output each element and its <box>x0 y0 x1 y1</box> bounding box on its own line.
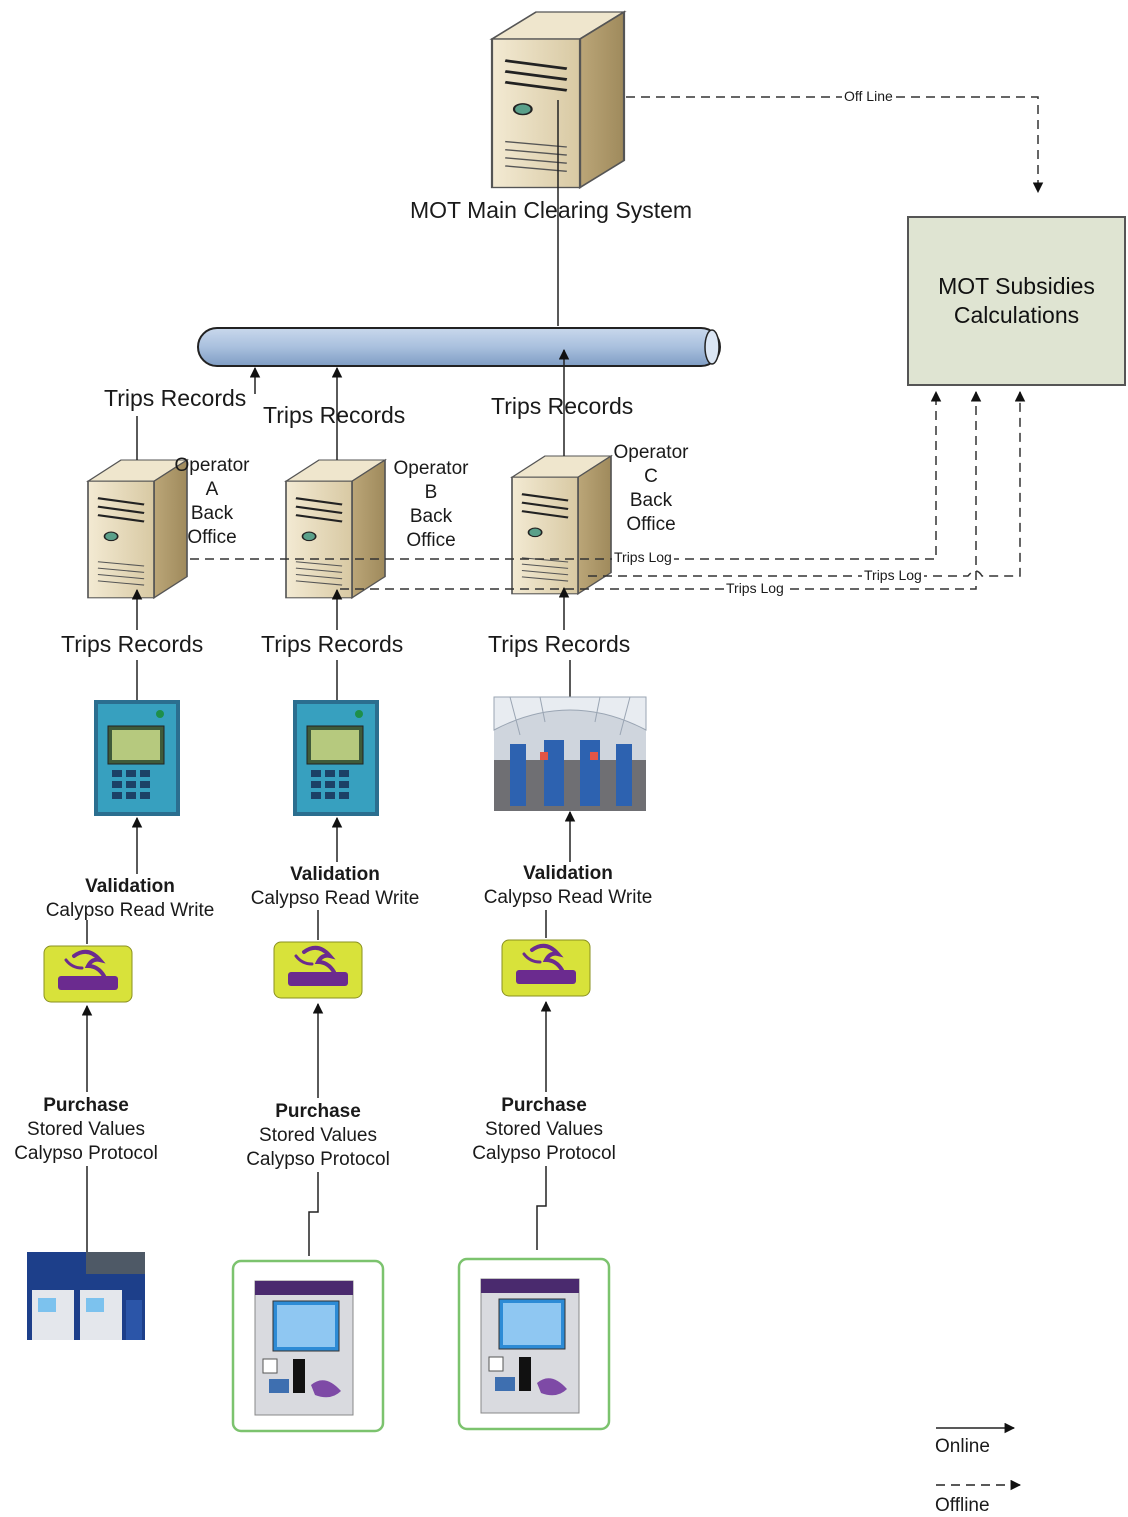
legend-offline-label: Offline <box>935 1495 990 1516</box>
ticket-machine-c-icon <box>457 1257 611 1431</box>
operator-c-server-icon <box>510 454 613 596</box>
validator-b-device-icon <box>292 699 380 817</box>
main-clearing-system-label: MOT Main Clearing System <box>410 197 693 223</box>
operator-a-upper-trips-records: Trips Records <box>104 385 247 411</box>
offline-link-line <box>626 96 1044 194</box>
subsidies-line1: MOT Subsidies <box>938 273 1095 299</box>
ticket-machine-b-icon <box>231 1259 385 1433</box>
validator-a-device-icon <box>93 699 181 817</box>
operator-b-upper-trips-records: Trips Records <box>263 402 406 428</box>
kiosk-b-connector <box>308 1172 319 1256</box>
validator-b-trips-records: Trips Records <box>261 631 404 657</box>
trips-log-label-3: Trips Log <box>724 580 786 596</box>
trips-log-line-a <box>190 390 942 560</box>
ticket-machine-a-icon <box>27 1252 145 1340</box>
trips-log-label-2: Trips Log <box>862 567 924 583</box>
trips-log-line-b <box>340 390 982 590</box>
trips-log-label-1: Trips Log <box>612 549 674 565</box>
validator-a-trips-records: Trips Records <box>61 631 204 657</box>
data-bus-pipe <box>197 327 721 367</box>
rav-kav-card-a-icon <box>42 944 134 1004</box>
operator-b-server-icon <box>284 458 387 600</box>
subsidies-calculations-box: MOT Subsidies Calculations <box>907 216 1126 386</box>
subsidies-line2: Calculations <box>953 302 1080 328</box>
rav-kav-card-c-icon <box>500 938 592 998</box>
legend-online-label: Online <box>935 1436 990 1457</box>
rav-kav-card-b-icon <box>272 940 364 1000</box>
turnstile-gate-icon <box>493 696 647 811</box>
kiosk-c-connector <box>536 1166 547 1250</box>
operator-c-upper-trips-records: Trips Records <box>491 393 634 419</box>
offline-link-label: Off Line <box>842 88 895 104</box>
validator-c-trips-records: Trips Records <box>488 631 631 657</box>
